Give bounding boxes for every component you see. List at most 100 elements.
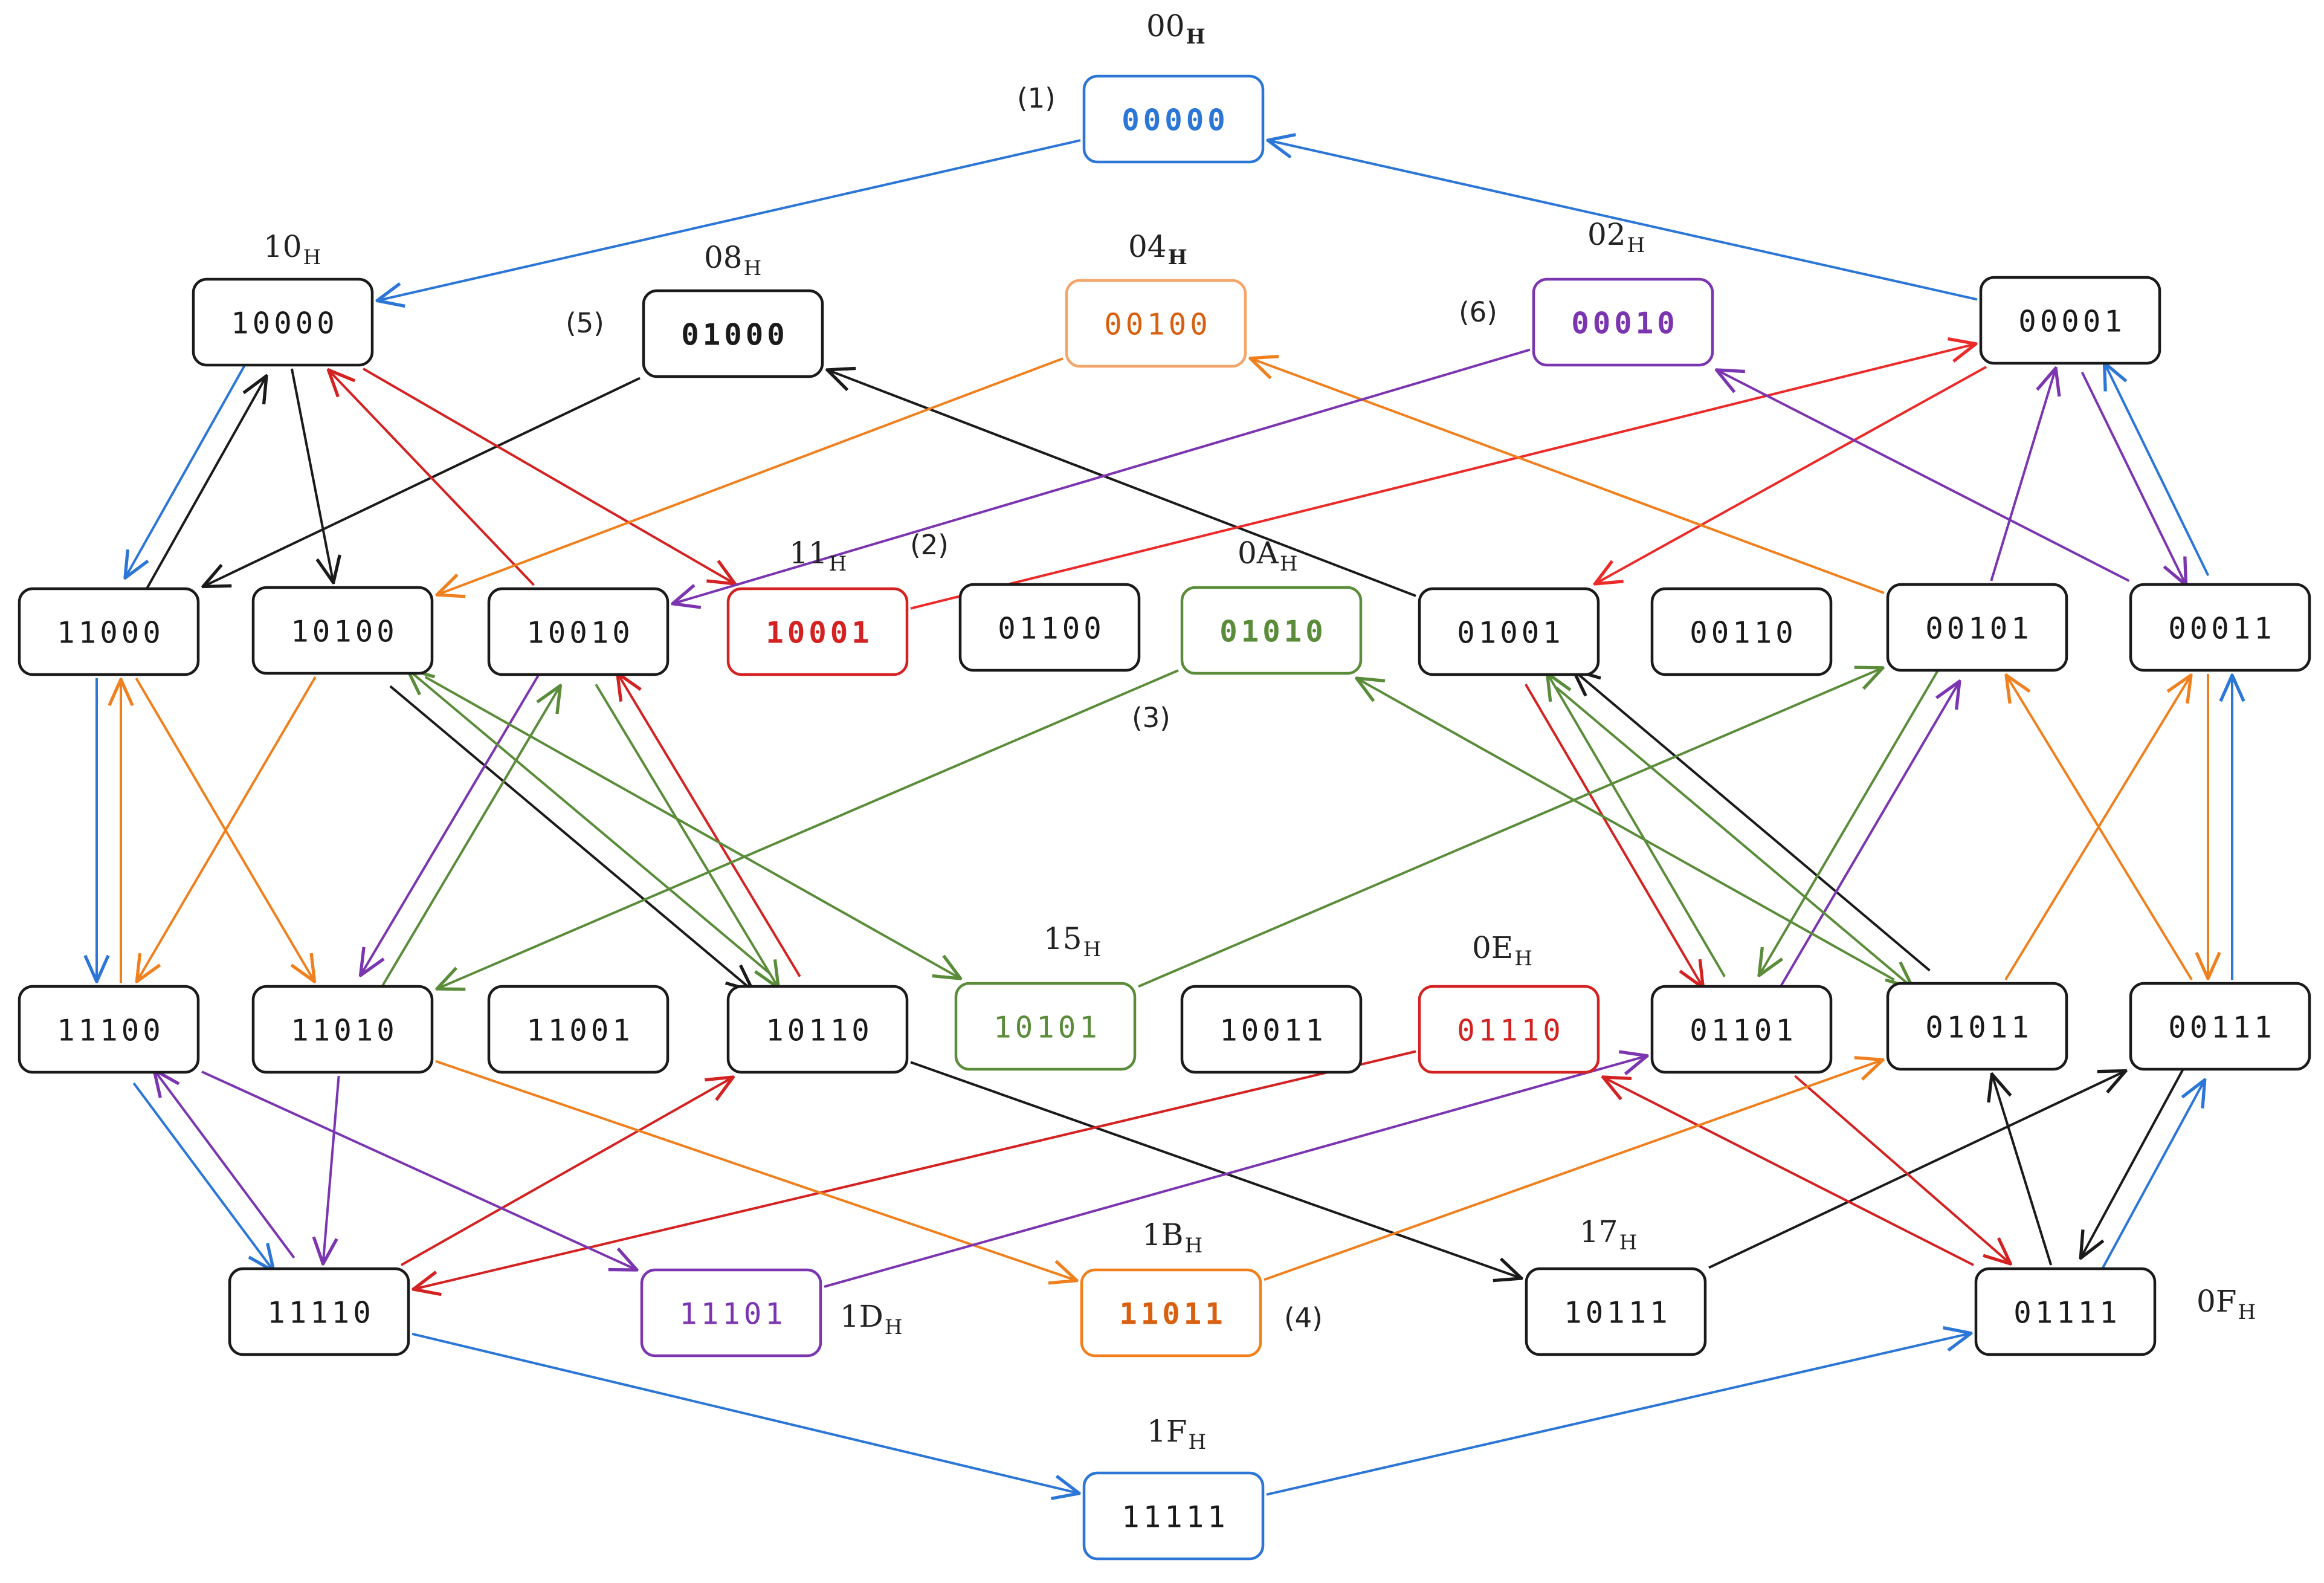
edge-01101-to-00101 bbox=[1778, 681, 1960, 990]
state-box bbox=[487, 985, 670, 1074]
state-node-10101: 10101 bbox=[954, 982, 1137, 1071]
state-code: 00000 bbox=[1122, 103, 1229, 138]
state-box bbox=[1080, 1268, 1262, 1358]
hex-label-10111: 17H bbox=[1580, 1214, 1637, 1255]
hex-label-01111: 0FH bbox=[2197, 1284, 2256, 1324]
edge-11000-to-10000 bbox=[144, 376, 266, 592]
state-code: 11010 bbox=[291, 1014, 398, 1048]
hex-value: 1F bbox=[1147, 1414, 1187, 1449]
state-box bbox=[1180, 985, 1363, 1074]
hex-value: 1B bbox=[1142, 1217, 1184, 1252]
state-node-11001: 11001 bbox=[487, 985, 670, 1074]
hex-suffix: H bbox=[1514, 947, 1532, 971]
state-box bbox=[487, 587, 670, 676]
state-box bbox=[228, 1267, 410, 1356]
step-label-1: (1) bbox=[1017, 82, 1056, 114]
hex-suffix: H bbox=[1185, 1234, 1203, 1258]
edge-10010-to-10000 bbox=[329, 370, 535, 586]
edge-01001-to-01000 bbox=[827, 370, 1416, 597]
state-code: 11000 bbox=[57, 616, 164, 650]
hex-value: 02 bbox=[1587, 217, 1626, 252]
state-box bbox=[2129, 583, 2311, 672]
state-box bbox=[251, 586, 434, 675]
edge-10110-to-10100 bbox=[407, 669, 771, 975]
state-box bbox=[642, 289, 824, 378]
state-box bbox=[1082, 74, 1265, 164]
state-box bbox=[1418, 985, 1600, 1074]
edge-10111-to-00111 bbox=[1708, 1071, 2126, 1269]
hex-value: 04 bbox=[1128, 229, 1167, 264]
state-code: 11101 bbox=[679, 1297, 787, 1332]
state-node-01001: 01001 bbox=[1418, 587, 1600, 676]
edge-10010-to-10110 bbox=[595, 684, 778, 988]
hex-value: 10 bbox=[263, 229, 302, 264]
edge-00111-to-00101 bbox=[2006, 675, 2193, 981]
state-node-00010: 00010 bbox=[1532, 277, 1714, 367]
state-box bbox=[192, 277, 374, 367]
state-node-00011: 00011 bbox=[2129, 583, 2311, 672]
state-box bbox=[18, 985, 200, 1074]
state-node-11110: 11110 bbox=[228, 1267, 410, 1356]
state-node-01010: 01010 bbox=[1180, 586, 1363, 675]
state-box bbox=[1180, 586, 1363, 675]
edge-01011-to-01010 bbox=[1357, 678, 1895, 981]
state-box bbox=[1886, 982, 2068, 1071]
state-code: 10111 bbox=[1564, 1296, 1671, 1330]
hex-label-10101: 15H bbox=[1044, 921, 1101, 962]
edge-11110-to-10110 bbox=[401, 1077, 733, 1266]
edge-00101-to-00001 bbox=[1990, 368, 2056, 581]
state-code: 00001 bbox=[2018, 305, 2126, 339]
edge-11100-to-11101 bbox=[201, 1070, 637, 1270]
state-box bbox=[1886, 583, 2068, 672]
hex-label-10000: 10H bbox=[263, 229, 321, 270]
hex-suffix: H bbox=[1168, 245, 1187, 270]
edge-00000-to-10000 bbox=[377, 139, 1081, 300]
step-label-5: (5) bbox=[566, 307, 604, 339]
state-node-10011: 10011 bbox=[1180, 985, 1363, 1074]
state-box bbox=[1418, 587, 1600, 676]
hex-label-11101: 1DH bbox=[840, 1299, 903, 1339]
state-box bbox=[958, 583, 1141, 672]
state-node-10100: 10100 bbox=[251, 586, 434, 675]
state-code: 01001 bbox=[1457, 616, 1564, 650]
state-node-00110: 00110 bbox=[1650, 587, 1833, 676]
state-box bbox=[1979, 276, 2161, 365]
hex-suffix: H bbox=[1280, 552, 1298, 576]
edge-01111-to-01110 bbox=[1603, 1077, 1975, 1266]
hex-suffix: H bbox=[1186, 25, 1206, 49]
hex-suffix: H bbox=[1083, 937, 1102, 962]
state-code: 10000 bbox=[231, 306, 338, 341]
hex-value: 15 bbox=[1044, 921, 1082, 956]
state-box bbox=[1525, 1267, 1707, 1356]
state-box bbox=[1532, 277, 1714, 367]
state-code: 01010 bbox=[1219, 615, 1327, 649]
state-node-01100: 01100 bbox=[958, 583, 1141, 672]
edge-01101-to-01001 bbox=[1548, 673, 1726, 977]
state-box bbox=[251, 985, 434, 1074]
state-code: 11111 bbox=[1122, 1500, 1229, 1535]
edge-10001-to-00001 bbox=[910, 344, 1976, 610]
state-code: 10001 bbox=[766, 616, 873, 650]
edge-01101-to-01111 bbox=[1794, 1075, 2010, 1264]
state-code: 10100 bbox=[291, 615, 398, 649]
hex-value: 0E bbox=[1472, 930, 1513, 965]
state-code: 00011 bbox=[2168, 612, 2276, 646]
edge-10000-to-11000 bbox=[125, 362, 248, 578]
hex-value: 17 bbox=[1580, 1214, 1618, 1249]
edge-00001-to-00000 bbox=[1268, 140, 1978, 301]
edge-10110-to-10111 bbox=[910, 1061, 1522, 1278]
state-node-01000: 01000 bbox=[642, 289, 824, 378]
edge-00101-to-01101 bbox=[1759, 667, 1941, 976]
state-node-00100: 00100 bbox=[1065, 279, 1247, 368]
edge-01001-to-01011 bbox=[1555, 686, 1913, 988]
state-code: 10011 bbox=[1219, 1014, 1327, 1048]
edge-00001-to-01001 bbox=[1595, 366, 1987, 584]
edge-11010-to-10010 bbox=[379, 685, 561, 990]
edge-00111-to-01111 bbox=[2080, 1066, 2186, 1258]
edge-01110-to-11110 bbox=[413, 1050, 1416, 1290]
hex-label-00010: 02H bbox=[1587, 217, 1645, 257]
state-box bbox=[1082, 1471, 1265, 1561]
edge-00010-to-10010 bbox=[673, 348, 1531, 604]
